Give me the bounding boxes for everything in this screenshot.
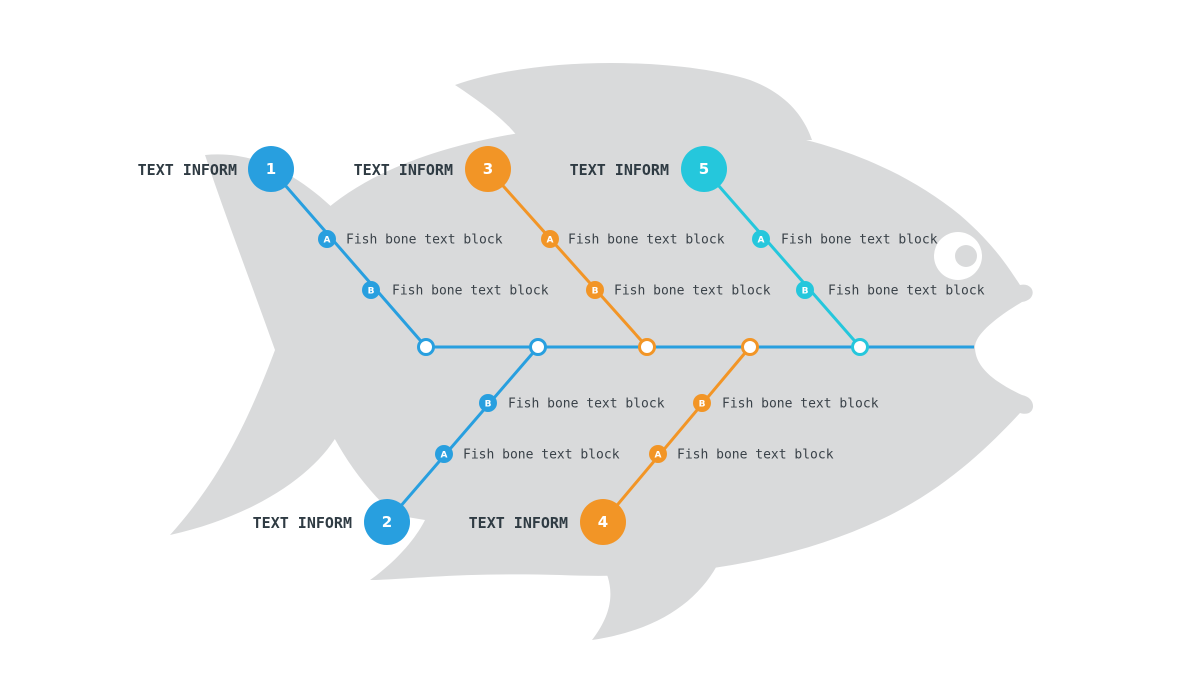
sub-cause-marker — [796, 281, 814, 299]
sub-cause-text: Fish bone text block — [568, 233, 725, 248]
cause-bone-line — [486, 168, 649, 348]
fish-body — [303, 121, 1034, 580]
cause-bone-line — [269, 168, 428, 348]
spine-junction-node — [638, 338, 656, 356]
cause-number: 1 — [266, 160, 276, 178]
cause-number-circle — [248, 146, 294, 192]
spine-junction-node — [741, 338, 759, 356]
sub-cause-text: Fish bone text block — [614, 284, 771, 299]
cause-number-circle — [465, 146, 511, 192]
sub-cause-letter: A — [441, 451, 448, 461]
sub-cause-letter: B — [592, 287, 599, 297]
sub-cause-a: A Fish bone text block — [435, 445, 620, 463]
sub-cause-marker — [479, 394, 497, 412]
sub-cause-b: B Fish bone text block — [479, 394, 665, 412]
sub-cause-text: Fish bone text block — [722, 397, 879, 412]
cause-label: TEXT INFORM — [469, 514, 568, 532]
cause-bone-line — [385, 346, 540, 523]
fish-silhouette — [170, 62, 1034, 640]
sub-cause-marker — [362, 281, 380, 299]
cause-label: TEXT INFORM — [570, 161, 669, 179]
cause-bone-line — [702, 168, 862, 348]
sub-cause-text: Fish bone text block — [508, 397, 665, 412]
sub-cause-marker — [318, 230, 336, 248]
cause-bone-line — [601, 346, 752, 523]
sub-cause-a: A Fish bone text block — [318, 230, 503, 248]
fish-bottom-fin — [592, 560, 720, 640]
cause-number-circle — [580, 499, 626, 545]
cause-number-circle — [364, 499, 410, 545]
sub-cause-b: B Fish bone text block — [362, 281, 549, 299]
spine-junction-node — [529, 338, 547, 356]
sub-cause-b: B Fish bone text block — [586, 281, 771, 299]
sub-cause-letter: B — [699, 400, 706, 410]
sub-cause-marker — [586, 281, 604, 299]
fish-pupil — [955, 245, 977, 267]
sub-cause-b: B Fish bone text block — [796, 281, 985, 299]
sub-cause-letter: B — [802, 287, 809, 297]
sub-cause-a: A Fish bone text block — [649, 445, 834, 463]
sub-cause-text: Fish bone text block — [392, 284, 549, 299]
sub-cause-letter: A — [655, 451, 662, 461]
sub-cause-text: Fish bone text block — [828, 284, 985, 299]
sub-cause-marker — [541, 230, 559, 248]
fish-top-fin — [455, 62, 812, 140]
cause-number: 3 — [483, 160, 493, 178]
sub-cause-text: Fish bone text block — [463, 448, 620, 463]
cause-label: TEXT INFORM — [253, 514, 352, 532]
sub-cause-marker — [752, 230, 770, 248]
cause-number-circle — [681, 146, 727, 192]
sub-cause-letter: A — [547, 236, 554, 246]
sub-cause-a: A Fish bone text block — [752, 230, 938, 248]
sub-cause-letter: A — [758, 236, 765, 246]
sub-cause-a: A Fish bone text block — [541, 230, 725, 248]
spine-junction-node — [417, 338, 435, 356]
cause-number: 2 — [382, 513, 392, 531]
spine-junction-node — [851, 338, 869, 356]
cause-number: 5 — [699, 160, 709, 178]
sub-cause-marker — [693, 394, 711, 412]
sub-cause-marker — [649, 445, 667, 463]
sub-cause-b: B Fish bone text block — [693, 394, 879, 412]
sub-cause-text: Fish bone text block — [781, 233, 938, 248]
cause-label: TEXT INFORM — [354, 161, 453, 179]
sub-cause-letter: A — [324, 236, 331, 246]
sub-cause-text: Fish bone text block — [346, 233, 503, 248]
sub-cause-marker — [435, 445, 453, 463]
cause-label: TEXT INFORM — [138, 161, 237, 179]
sub-cause-letter: B — [368, 287, 375, 297]
cause-number: 4 — [598, 513, 608, 531]
sub-cause-text: Fish bone text block — [677, 448, 834, 463]
sub-cause-letter: B — [485, 400, 492, 410]
